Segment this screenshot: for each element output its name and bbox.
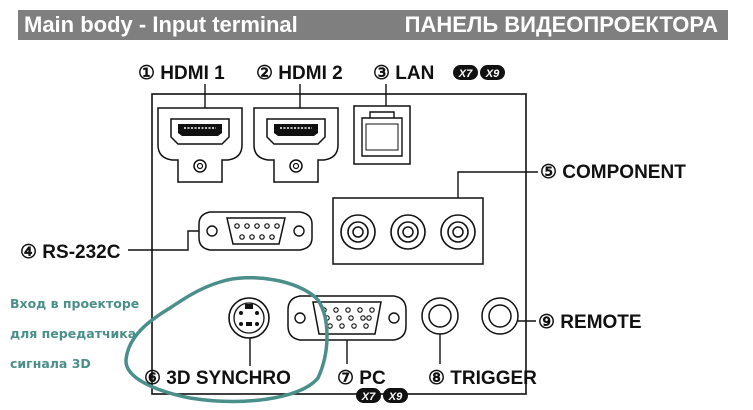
badge-x9-pc [383,388,408,403]
label-component: ⑤ COMPONENT [540,162,686,183]
badge-x9-pc-text: X9 [388,391,403,403]
label-pc: ⑦ PC [337,368,386,389]
header-bar: Main body - Input terminal ПАНЕЛЬ ВИДЕОП… [18,10,728,40]
panel-outline [151,93,527,395]
badge-x9-lan-text: X9 [485,68,500,80]
trigger-port [421,297,459,335]
label-remote: ⑨ REMOTE [538,312,642,333]
hdmi1-port [157,107,243,183]
label-trigger: ⑧ TRIGGER [428,368,537,389]
pc-vga-port [287,295,407,341]
header-russian-title: ПАНЕЛЬ ВИДЕОПРОЕКТОРА [404,12,718,37]
label-lan: ③ LAN [373,63,434,84]
label-3d-synchro: ⑥ 3D SYNCHRO [144,368,291,389]
annotation-line-3: сигнала 3D [10,356,91,371]
annotation-line-2: для передатчика [10,326,136,341]
badge-x7-pc-text: X7 [361,391,376,403]
remote-port [481,297,519,335]
badge-x7-pc [356,388,381,403]
label-hdmi2: ② HDMI 2 [256,63,343,84]
badge-x7-lan [453,65,478,80]
label-hdmi1: ① HDMI 1 [138,63,225,84]
badge-x7-lan-text: X7 [458,68,473,80]
lan-model-badges: X7 X9 [453,65,505,80]
hdmi2-port [253,107,339,183]
lan-port [353,105,411,165]
3d-synchro-port [228,297,270,339]
rs232c-port [198,211,313,251]
annotation-line-1: Вход в проекторе [10,296,139,311]
badge-x9-lan [480,65,505,80]
pc-model-badges: X7 X9 [356,388,408,403]
header-title: Main body - Input terminal [24,12,298,37]
component-ports [332,197,484,265]
label-rs232c: ④ RS-232C [20,242,121,263]
annotation-loop [124,275,329,404]
